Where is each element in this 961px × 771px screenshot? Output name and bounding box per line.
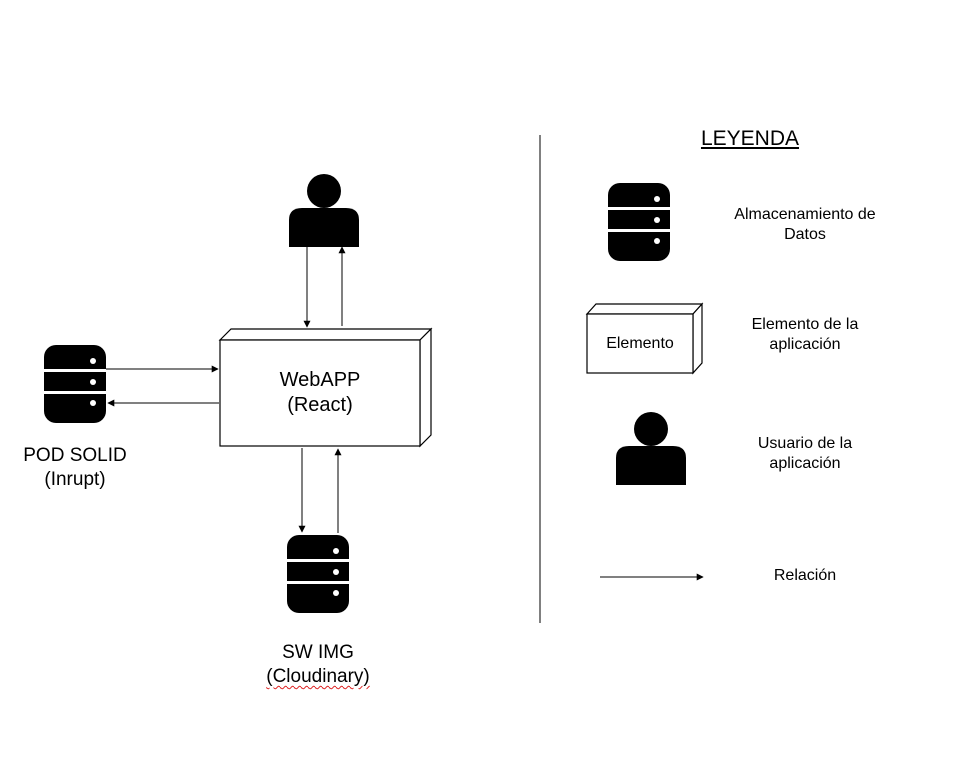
- swimg-label: SW IMG (Cloudinary): [238, 641, 398, 689]
- legend-text: Usuario de la: [757, 435, 853, 452]
- pod-label-line2: (Inrupt): [44, 468, 106, 490]
- legend-text: Almacenamiento de: [734, 206, 876, 223]
- legend-text: Elemento de la: [751, 316, 859, 333]
- legend-item-storage: Almacenamiento de Datos: [700, 205, 910, 245]
- legend-item-relation: Relación: [700, 566, 910, 586]
- database-icon: [608, 183, 670, 261]
- legend-text: aplicación: [769, 336, 841, 353]
- database-icon: [287, 535, 349, 613]
- legend-text: aplicación: [769, 455, 841, 472]
- legend-item-user: Usuario de la aplicación: [700, 434, 910, 474]
- pod-label-line1: POD SOLID: [23, 445, 127, 466]
- database-icon: [44, 345, 106, 423]
- box-icon: [585, 302, 704, 375]
- webapp-label-line1: WebAPP: [279, 369, 361, 391]
- user-icon: [289, 174, 359, 247]
- user-icon: [616, 412, 686, 485]
- legend-text: Relación: [773, 567, 837, 584]
- pod-label: POD SOLID (Inrupt): [5, 444, 145, 492]
- webapp-label-line2: (React): [287, 394, 353, 416]
- webapp-label: WebAPP (React): [220, 368, 420, 418]
- legend-title: LEYENDA: [700, 127, 800, 150]
- box-label: Elemento: [606, 335, 674, 352]
- webapp-box: [218, 327, 433, 448]
- legend-text: Datos: [784, 226, 826, 243]
- swimg-label-line2: (Cloudinary): [266, 665, 370, 687]
- swimg-label-line1: SW IMG: [282, 642, 354, 663]
- legend-item-element: Elemento de la aplicación: [700, 315, 910, 355]
